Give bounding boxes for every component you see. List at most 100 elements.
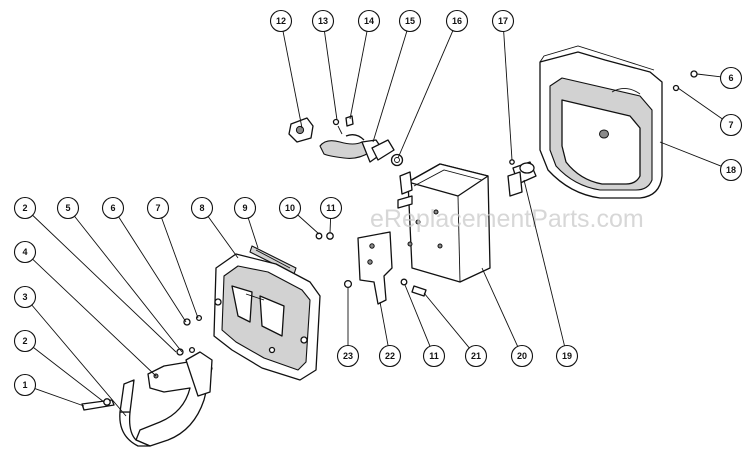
part-hardware-fasteners [315, 232, 427, 297]
callout-circle [555, 344, 579, 368]
callout-leader-18 [659, 141, 722, 167]
part-heat-shield [213, 253, 321, 381]
callout-circle [56, 196, 80, 220]
callout-leader-6 [118, 216, 187, 323]
callout-circle [422, 344, 446, 368]
part-inlet-pipe-assembly [288, 115, 404, 167]
callout-circle [510, 344, 534, 368]
callout-13: 13 [311, 9, 335, 33]
callout-leader-4 [32, 258, 157, 377]
callout-circle [445, 9, 469, 33]
callout-leader-6 [696, 73, 721, 78]
callout-label: 9 [242, 203, 247, 213]
callout-circle [13, 240, 37, 264]
callout-leader-12 [282, 31, 303, 129]
callout-circle [719, 158, 743, 182]
callout-14: 14 [357, 9, 381, 33]
part-outlet-pipe [507, 159, 537, 197]
callout-label: 7 [728, 120, 733, 130]
callout-leader-11 [329, 218, 332, 234]
callout-leader-19 [523, 179, 565, 346]
callout-label: 6 [110, 203, 115, 213]
callout-leader-15 [372, 30, 408, 143]
callout-21: 21 [464, 344, 488, 368]
callout-20: 20 [510, 344, 534, 368]
callout-label: 4 [22, 247, 27, 257]
callout-leader-3 [31, 304, 127, 417]
callout-circle [146, 196, 170, 220]
callout-label: 8 [199, 203, 204, 213]
callout-label: 18 [726, 165, 736, 175]
callout-label: 6 [728, 73, 733, 83]
callout-17: 17 [491, 9, 515, 33]
callout-circle [269, 9, 293, 33]
callout-label: 13 [318, 16, 328, 26]
callout-leader-14 [349, 31, 368, 120]
callout-leader-13 [324, 31, 338, 121]
callout-leader-9 [247, 217, 259, 249]
callout-10: 10 [278, 196, 302, 220]
callout-label: 5 [65, 203, 70, 213]
callout-label: 1 [22, 380, 27, 390]
callout-label: 7 [155, 203, 160, 213]
callout-circle [719, 113, 743, 137]
callout-circle [278, 196, 302, 220]
callout-label: 2 [22, 203, 27, 213]
callout-leader-10 [297, 214, 320, 235]
callout-16: 16 [445, 9, 469, 33]
callout-12: 12 [269, 9, 293, 33]
callout-label: 12 [276, 16, 286, 26]
part-bolt-washer-lower [81, 398, 115, 411]
part-clamp-strap [119, 351, 213, 447]
callout-circle [311, 9, 335, 33]
callout-circle [491, 9, 515, 33]
callout-label: 17 [498, 16, 508, 26]
callout-circle [719, 66, 743, 90]
callout-leader-22 [379, 301, 389, 346]
callout-label: 22 [385, 351, 395, 361]
callout-2: 2 [13, 196, 37, 220]
callout-label: 15 [405, 16, 415, 26]
watermark-text: eReplacementParts.com [370, 205, 644, 233]
callout-6: 6 [101, 196, 125, 220]
callout-5: 5 [56, 196, 80, 220]
part-mounting-bracket [343, 231, 393, 305]
callout-circle [190, 196, 214, 220]
callout-19: 19 [555, 344, 579, 368]
callout-4: 4 [13, 240, 37, 264]
callout-label: 16 [452, 16, 462, 26]
callout-label: 3 [22, 292, 27, 302]
callout-11: 11 [319, 196, 343, 220]
callout-circle [13, 285, 37, 309]
part-muffler-body [397, 163, 491, 283]
callout-leader-1 [34, 388, 85, 407]
callout-leader-7 [161, 217, 199, 319]
callout-leader-16 [397, 30, 454, 159]
callout-circle [464, 344, 488, 368]
callout-label: 19 [562, 351, 572, 361]
callout-label: 20 [517, 351, 527, 361]
callout-22: 22 [378, 344, 402, 368]
callout-circle [13, 329, 37, 353]
callout-circle [101, 196, 125, 220]
callout-23: 23 [336, 344, 360, 368]
callout-label: 11 [429, 351, 439, 361]
callout-label: 14 [364, 16, 374, 26]
callout-2: 2 [13, 329, 37, 353]
callout-leader-2 [33, 347, 105, 403]
callout-7: 7 [146, 196, 170, 220]
callout-leader-8 [207, 216, 239, 259]
callout-label: 2 [22, 336, 27, 346]
callout-leader-20 [481, 267, 519, 347]
callout-circle [398, 9, 422, 33]
callout-label: 11 [326, 203, 336, 213]
callout-leader-21 [423, 292, 470, 349]
callout-8: 8 [190, 196, 214, 220]
part-top-cover [539, 45, 698, 199]
callout-leader-11 [404, 284, 431, 347]
callout-label: 10 [285, 203, 295, 213]
callout-circle [319, 196, 343, 220]
callout-label: 21 [471, 351, 481, 361]
